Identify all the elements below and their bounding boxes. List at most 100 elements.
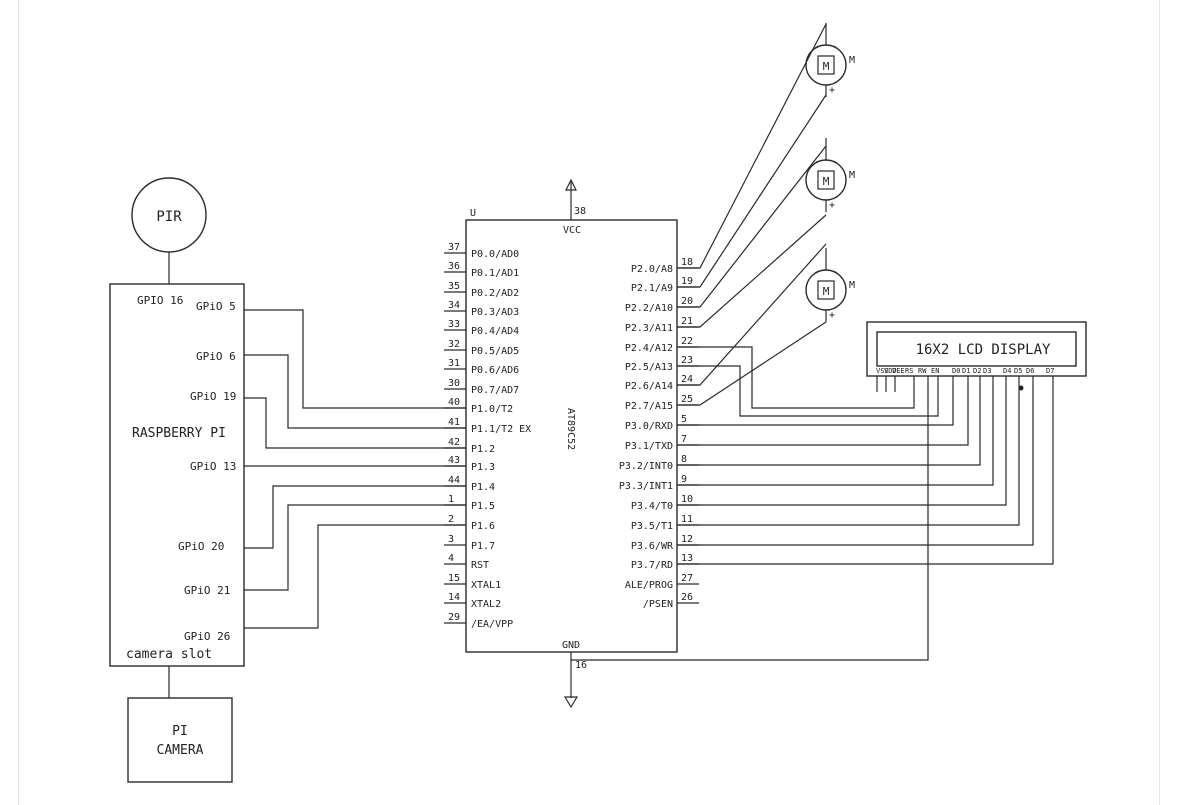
lcd-pin-label: D6 xyxy=(1026,367,1034,375)
gpio-label: GPiO 6 xyxy=(196,350,236,363)
gpio-label: GPiO 5 xyxy=(196,300,236,313)
wire-p30-d0 xyxy=(677,376,954,426)
wire-gpio5 xyxy=(244,309,466,409)
wire-p26-motor3 xyxy=(677,243,827,386)
mcu-right-pin-number: 26 xyxy=(681,592,693,603)
mcu-left-pin-name: P0.5/AD5 xyxy=(471,346,519,357)
wire-p33-d3 xyxy=(677,376,994,486)
mcu-u-label: U xyxy=(470,208,476,219)
lcd-pin-label: RS xyxy=(905,367,913,375)
pi-camera-line1: PI xyxy=(172,724,188,739)
motor-tag: M xyxy=(849,170,855,181)
motor-plus-sign: + xyxy=(829,310,835,321)
mcu-left-pin-number: 34 xyxy=(448,300,460,311)
mcu-right-pin-number: 22 xyxy=(681,336,693,347)
mcu-left-pin-name: P1.1/T2 EX xyxy=(471,424,531,435)
mcu-left-pin-name: P1.6 xyxy=(471,521,495,532)
motor-tag: M xyxy=(849,55,855,66)
mcu-right-pin-number: 7 xyxy=(681,434,687,445)
mcu-left-pin-name: P1.5 xyxy=(471,501,495,512)
mcu-left-pin-number: 33 xyxy=(448,319,460,330)
mcu-left-pin-number: 36 xyxy=(448,261,460,272)
gpio-label: GPiO 13 xyxy=(190,460,236,473)
mcu-right-pin-name: P2.7/A15 xyxy=(625,401,673,412)
mcu-left-pin-number: 3 xyxy=(448,534,454,545)
wire-p21-motor1 xyxy=(677,94,827,288)
wire-p36-d6 xyxy=(677,376,1034,546)
gnd-pin-number: 16 xyxy=(575,660,587,671)
mcu-right-pin-name: P2.0/A8 xyxy=(631,264,673,275)
mcu-left-pin-number: 43 xyxy=(448,455,460,466)
mcu-right-pin-number: 24 xyxy=(681,374,693,385)
mcu-right-pin-number: 23 xyxy=(681,355,693,366)
motor: M M + xyxy=(805,23,855,97)
mcu-left-pin-name: P0.1/AD1 xyxy=(471,268,519,279)
rpi-mcu-wires xyxy=(244,309,466,629)
mcu-left-pin-number: 15 xyxy=(448,573,460,584)
mcu-right-pin-name: P3.2/INT0 xyxy=(619,461,673,472)
mcu-right-pin-name: P3.4/T0 xyxy=(631,501,673,512)
wire-p24-rs xyxy=(677,346,915,409)
mcu-right-pin-name: P2.3/A11 xyxy=(625,323,673,334)
mcu-right-pin-number: 20 xyxy=(681,296,693,307)
mcu-right-pin-number: 10 xyxy=(681,494,693,505)
mcu-left-pin-number: 44 xyxy=(448,475,460,486)
mcu-right-pin-name: P3.3/INT1 xyxy=(619,481,673,492)
pir-sensor: PIR xyxy=(131,177,207,253)
gpio-label: GPiO 26 xyxy=(184,630,230,643)
pi-camera-block: PI CAMERA xyxy=(127,697,233,783)
wire-p27-motor3 xyxy=(677,321,827,406)
wire-gnd-rw xyxy=(571,376,929,661)
mcu-left-pin-number: 41 xyxy=(448,417,460,428)
wire-gpio6 xyxy=(244,354,466,429)
microcontroller-block: U VCC 38 GND 16 AT89C52 37P0.0/AD036P0.1… xyxy=(444,178,699,709)
mcu-left-pin-number: 14 xyxy=(448,592,460,603)
motor-inner-box xyxy=(817,55,835,75)
gpio-label: GPiO 19 xyxy=(190,390,236,403)
gpio-label: GPiO 20 xyxy=(178,540,224,553)
mcu-left-pin-number: 31 xyxy=(448,358,460,369)
lcd-pin-label: EN xyxy=(931,367,939,375)
mcu-left-pin-name: XTAL2 xyxy=(471,599,501,610)
mcu-right-pin-name: P3.1/TXD xyxy=(625,441,673,452)
wire-p25-en xyxy=(677,365,939,417)
mcu-left-pin-name: P0.3/AD3 xyxy=(471,307,519,318)
mcu-left-pin-name: P1.3 xyxy=(471,462,495,473)
gpio-label: GPiO 21 xyxy=(184,584,230,597)
motor-symbol: M xyxy=(823,285,830,298)
mcu-left-pin-name: P0.2/AD2 xyxy=(471,288,519,299)
mcu-right-pin-number: 13 xyxy=(681,553,693,564)
mcu-lcd-wires xyxy=(571,346,1054,661)
motor-plus-sign: + xyxy=(829,85,835,96)
motor-symbol: M xyxy=(823,60,830,73)
mcu-left-pin-number: 1 xyxy=(448,494,454,505)
mcu-right-pin-number: 5 xyxy=(681,414,687,425)
wire-gpio20 xyxy=(244,485,466,549)
mcu-right-pin-name: P2.2/A10 xyxy=(625,303,673,314)
lcd-screen xyxy=(876,331,1077,367)
mcu-right-pin-number: 11 xyxy=(681,514,693,525)
wire-gpio21 xyxy=(244,504,466,591)
mcu-left-pin-name: /EA/VPP xyxy=(471,619,513,630)
mcu-right-pin-number: 9 xyxy=(681,474,687,485)
vcc-label: VCC xyxy=(563,225,581,236)
mcu-left-pin-number: 42 xyxy=(448,437,460,448)
mcu-left-pin-name: P0.4/AD4 xyxy=(471,326,519,337)
lcd-pin-label: VSS xyxy=(876,367,889,375)
mcu-left-pin-name: P0.6/AD6 xyxy=(471,365,519,376)
vcc-pin-number: 38 xyxy=(574,206,586,217)
wire-p20-motor1 xyxy=(677,23,827,269)
lcd-pin-label: RW xyxy=(918,367,927,375)
mcu-left-pins: 37P0.0/AD036P0.1/AD135P0.2/AD234P0.3/AD3… xyxy=(444,242,531,630)
mcu-left-pin-number: 40 xyxy=(448,397,460,408)
mcu-right-pin-name: P3.7/RD xyxy=(631,560,673,571)
gnd-label: GND xyxy=(562,640,580,651)
mcu-left-pin-name: P1.0/T2 xyxy=(471,404,513,415)
mcu-left-pin-name: P0.0/AD0 xyxy=(471,249,519,260)
gpio-16-label: GPIO 16 xyxy=(137,294,183,307)
pi-camera-box xyxy=(127,697,233,783)
